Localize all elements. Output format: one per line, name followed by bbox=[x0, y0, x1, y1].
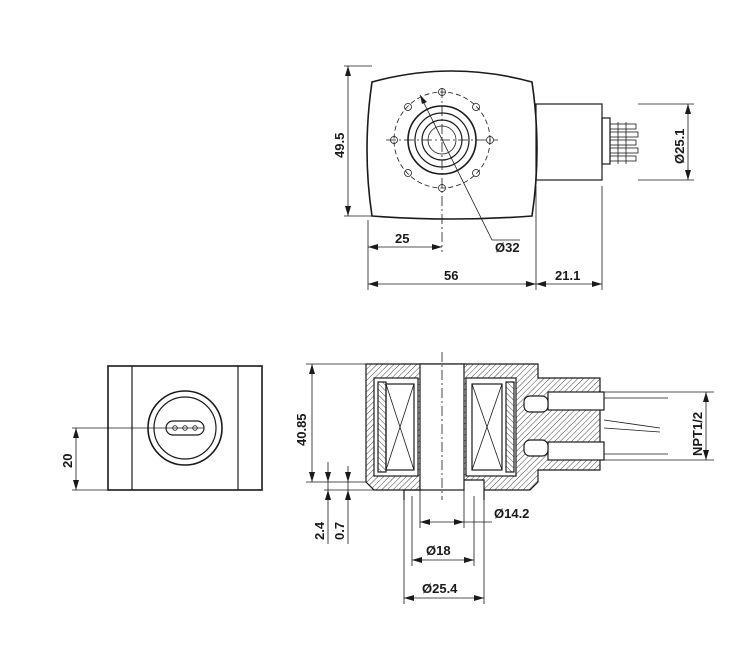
dim-dia-connector: Ø25.1 bbox=[672, 129, 687, 164]
dim-dia-outer: Ø25.4 bbox=[422, 581, 458, 596]
section-dimensions bbox=[306, 363, 714, 604]
front-view bbox=[366, 70, 639, 252]
dim-dia-bore: Ø14.2 bbox=[494, 506, 529, 521]
dim-offset-center: 25 bbox=[395, 231, 409, 246]
dim-width-body: 56 bbox=[444, 268, 458, 283]
connector-flange bbox=[601, 117, 611, 165]
dim-section-height: 40.85 bbox=[294, 413, 309, 446]
front-dimensions bbox=[344, 65, 694, 290]
connector-pins bbox=[609, 122, 639, 164]
dim-side-height: 20 bbox=[60, 454, 75, 468]
connector-cavity-top bbox=[547, 391, 605, 411]
coil-right bbox=[471, 383, 503, 471]
section-view bbox=[365, 352, 668, 500]
terminal-top bbox=[523, 395, 549, 413]
dim-length-connector: 21.1 bbox=[555, 268, 580, 283]
dim-dia-inner: Ø18 bbox=[426, 543, 451, 558]
coil-left bbox=[385, 383, 415, 471]
terminal-bottom bbox=[523, 439, 549, 457]
connector-housing bbox=[535, 103, 603, 181]
side-dimensions bbox=[72, 427, 204, 491]
dim-bottom-b: 0.7 bbox=[332, 522, 347, 540]
dim-bottom-a: 2.4 bbox=[312, 521, 327, 540]
dia-leader bbox=[419, 94, 493, 241]
dim-bolt-circle: Ø32 bbox=[495, 240, 520, 255]
dim-thread: NPT1/2 bbox=[690, 412, 705, 456]
dim-height-front: 49.5 bbox=[332, 133, 347, 158]
connector-cavity-bottom bbox=[547, 441, 605, 461]
front-body-outline bbox=[366, 70, 538, 220]
